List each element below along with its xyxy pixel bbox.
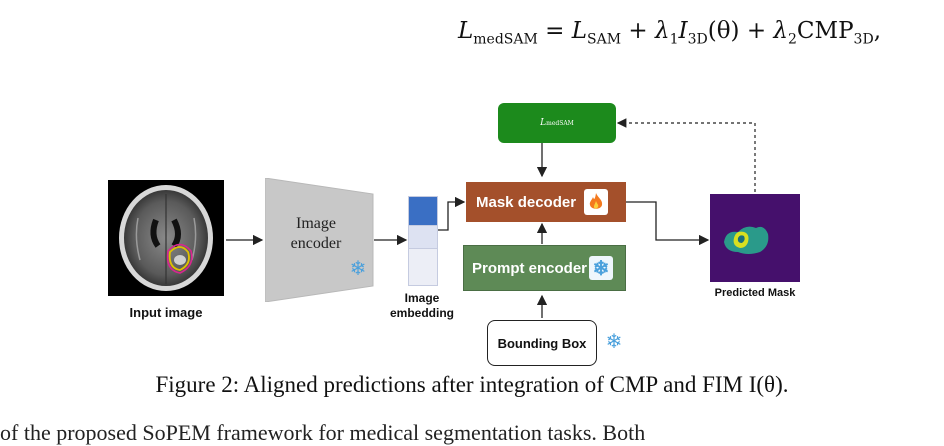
bounding-box: Bounding Box [487,320,597,366]
eq-cmp-sub: 3D [853,31,874,48]
loss-box-sub: medSAM [546,119,574,127]
predicted-mask [710,194,800,282]
eq-lhs-sub: medSAM [473,31,538,48]
embedding-cell-1 [409,197,437,225]
eq-lambda1: λ [654,18,670,44]
arrow-mask-to-loss-dotted [616,118,756,192]
eq-t1-sub: SAM [587,31,622,48]
snowflake-icon: ❄ [605,330,623,353]
figure-caption: Figure 2: Aligned predictions after inte… [155,372,789,397]
embedding-cell-2 [409,225,437,248]
bounding-box-label: Bounding Box [497,335,587,351]
loss-box-label: L [540,118,547,128]
eq-i-term: I [678,18,688,44]
snowflake-icon: ❄ [589,256,614,280]
image-embedding [408,196,438,286]
predicted-mask-caption: Predicted Mask [714,287,796,299]
snowflake-icon: ❄ [349,257,367,280]
input-image [108,180,224,296]
eq-cmp: CMP [796,18,854,44]
eq-theta: (θ) [707,18,740,44]
arrow-decoder-to-mask [626,201,710,246]
embedding-caption: Image embedding [382,291,462,321]
prompt-encoder-label: Prompt encoder [472,259,588,277]
embedding-caption-line2: embedding [389,306,454,320]
mask-decoder-label: Mask decoder [476,193,577,211]
loss-equation: LmedSAM = LSAM + λ1I3D(θ) + λ2CMP3D, [458,18,881,48]
eq-lhs: L [458,18,474,44]
eq-t1: L [571,18,588,44]
prompt-encoder: Prompt encoder ❄ [463,245,626,291]
eq-lambda2-sub: 2 [788,31,797,48]
image-encoder [265,178,374,302]
input-image-caption: Input image [129,305,203,320]
arrow-embedding-to-decoder [438,196,466,231]
flame-icon [584,189,609,215]
image-encoder-label: Image encoder [290,215,342,252]
eq-lambda1-sub: 1 [669,31,679,48]
embedding-caption-line1: Image [404,291,440,305]
eq-i-sub: 3D [687,31,708,48]
segmentation-mask-image [724,226,769,254]
eq-lambda2: λ [773,18,788,44]
eq-trailing: , [873,18,881,44]
mask-decoder: Mask decoder [466,182,626,222]
cut-off-body-text: of the proposed SoPEM framework for medi… [0,420,646,445]
brain-mri-image [119,185,213,291]
embedding-cell-3 [409,248,437,285]
